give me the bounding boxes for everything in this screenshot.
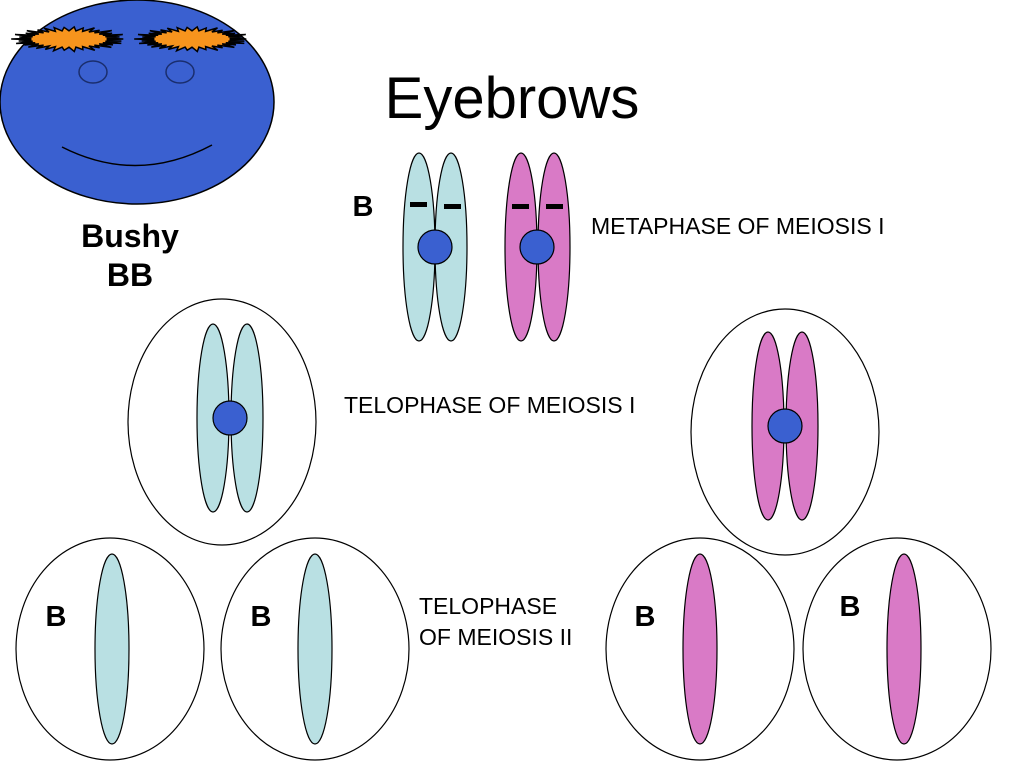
metaphase-1-label: METAPHASE OF MEIOSIS I — [591, 213, 885, 239]
telophase-1-label: TELOPHASE OF MEIOSIS I — [344, 392, 635, 418]
telophase-2-label-line1: TELOPHASE — [419, 593, 557, 619]
gamete-allele-label: B — [46, 601, 67, 633]
gamete-cell-2: B — [220, 537, 410, 761]
centromere — [767, 408, 803, 444]
metaphase-allele-label: B — [353, 191, 374, 223]
telophase-2-group: B B TELOPHASE OF MEIOSIS II B B — [15, 537, 992, 761]
slide-title: Eyebrows — [385, 66, 640, 131]
telophase-1-group: TELOPHASE OF MEIOSIS I — [127, 298, 880, 556]
gamete-allele-label: B — [251, 601, 272, 633]
gamete-allele-label: B — [635, 601, 656, 633]
chromatid — [886, 553, 922, 745]
gamete-allele-label: B — [840, 591, 861, 623]
metaphase-1-group: B METAPHASE OF MEIOSIS I — [353, 152, 885, 342]
eye-right — [165, 60, 195, 84]
chromatid — [94, 553, 130, 745]
allele-band — [512, 204, 529, 209]
phenotype-trait: Bushy — [81, 218, 179, 254]
chromatid — [682, 553, 718, 745]
eyebrow-left — [11, 25, 124, 53]
eyebrow-right — [134, 25, 247, 53]
phenotype-genotype: BB — [107, 257, 153, 293]
chromatid — [297, 553, 333, 745]
centromere — [212, 400, 248, 436]
mouth — [61, 144, 213, 167]
telophase-2-label-line2: OF MEIOSIS II — [419, 624, 572, 650]
homolog-maternal — [504, 152, 571, 342]
allele-band — [410, 202, 427, 207]
centromere — [519, 229, 555, 265]
allele-band — [444, 204, 461, 209]
homolog-paternal — [402, 152, 468, 342]
allele-band — [546, 204, 563, 209]
gamete-cell-3: B — [605, 537, 795, 761]
cell-telophase-1-right — [690, 308, 880, 556]
centromere — [417, 229, 453, 265]
face-head — [0, 0, 275, 205]
gamete-cell-1: B — [15, 537, 205, 761]
bushy-face-illustration — [0, 0, 275, 205]
gamete-cell-4: B — [802, 537, 992, 761]
eye-left — [78, 60, 108, 84]
cell-telophase-1-left — [127, 298, 317, 546]
